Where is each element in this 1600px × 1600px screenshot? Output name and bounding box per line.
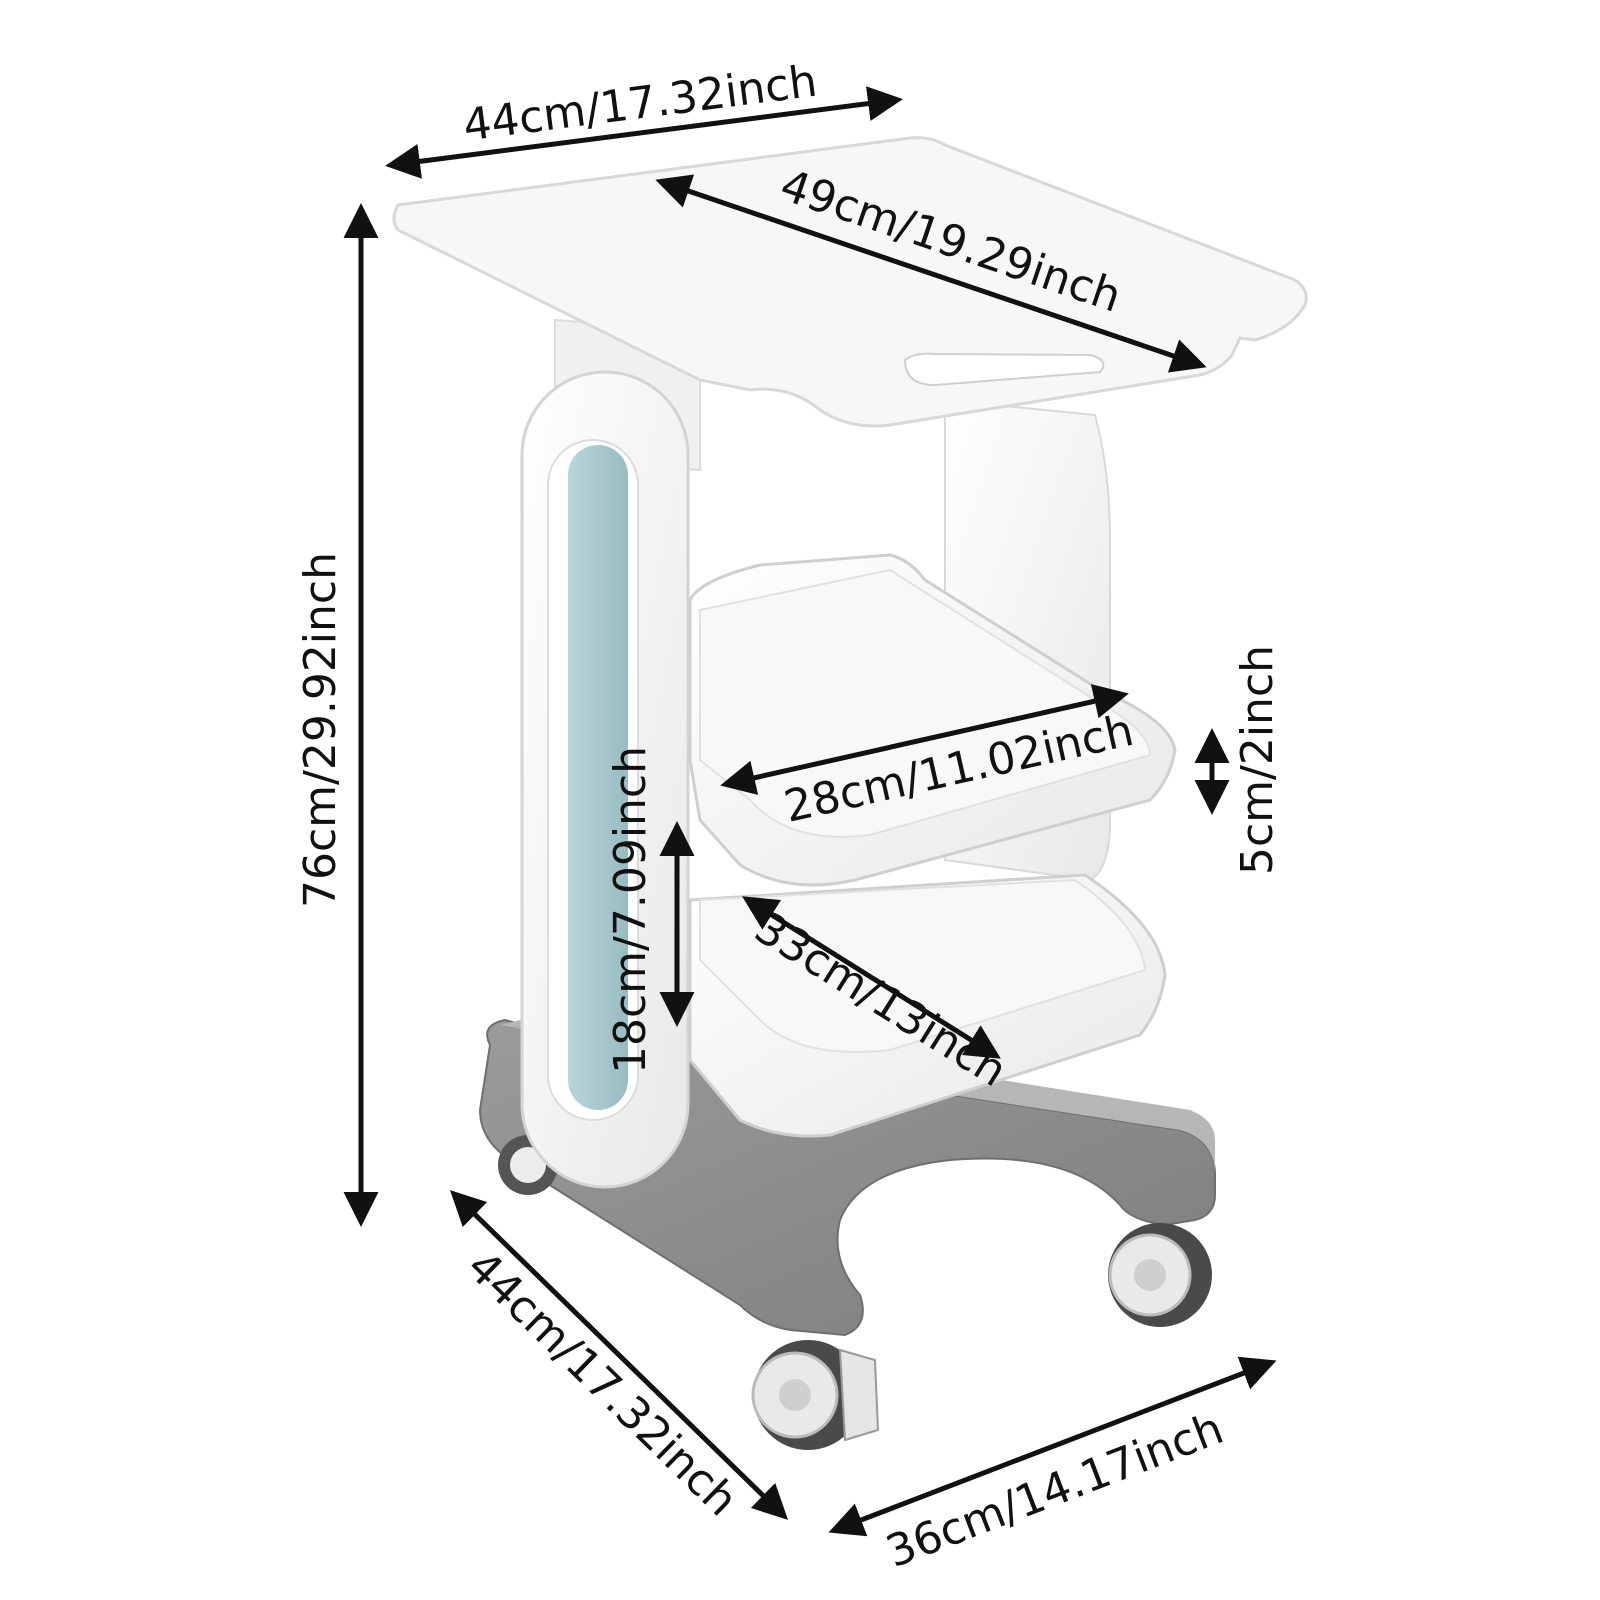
double-arrow-icon	[720, 684, 1129, 795]
label-top-width: 44cm/17.32inch	[460, 56, 820, 152]
label-base-depth: 44cm/17.32inch	[457, 1241, 747, 1526]
double-arrow-icon	[828, 1356, 1277, 1537]
label-shelf-gap: 18cm/7.09inch	[605, 746, 656, 1074]
double-arrow-icon	[742, 896, 1001, 1059]
double-arrow-icon	[449, 1190, 789, 1520]
double-arrow-icon	[385, 86, 903, 179]
label-tray-height: 5cm/2inch	[1232, 645, 1283, 875]
caster-wheel-icon	[751, 1340, 880, 1450]
dimension-arrows	[343, 86, 1277, 1537]
label-total-height: 76cm/29.92inch	[295, 552, 346, 908]
blue-panel	[568, 445, 628, 1110]
caster-wheel-icon	[1108, 1223, 1212, 1327]
double-arrow-icon	[655, 174, 1207, 373]
front-column	[520, 370, 690, 1189]
